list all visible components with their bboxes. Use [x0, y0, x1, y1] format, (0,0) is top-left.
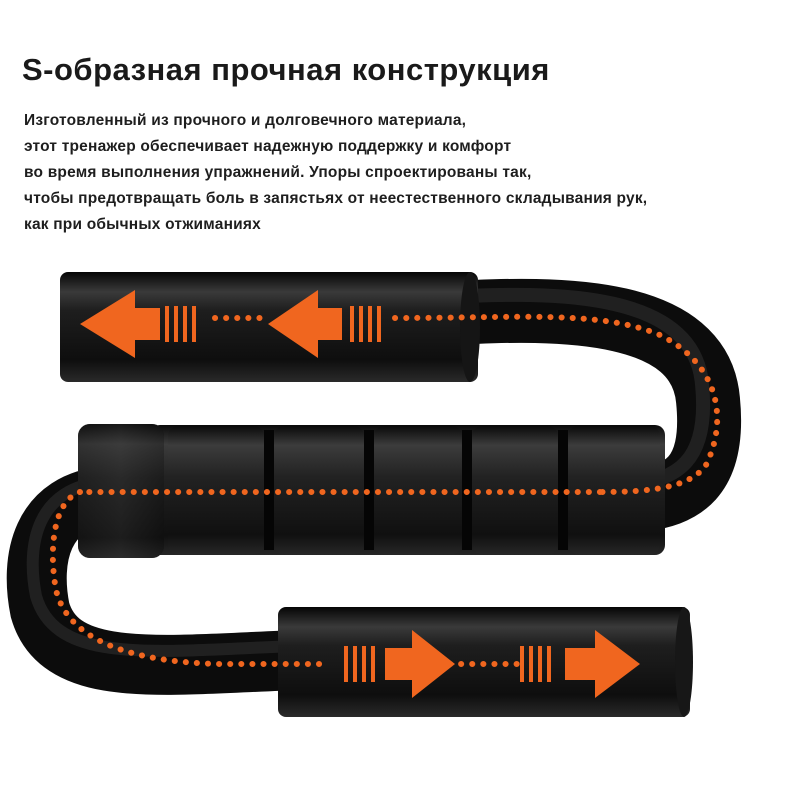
arrow-right-icon	[520, 630, 640, 698]
upper-foot-tube	[60, 272, 480, 382]
arrow-left-icon	[80, 290, 196, 358]
arrow-right-icon	[344, 630, 455, 698]
description: Изготовленный из прочного и долговечного…	[24, 108, 784, 238]
description-line: этот тренажер обеспечивает надежную подд…	[24, 138, 512, 155]
description-line: во время выполнения упражнений. Упоры сп…	[24, 164, 532, 181]
arrow-left-icon	[268, 290, 381, 358]
description-line: как при обычных отжиманиях	[24, 216, 261, 233]
steel-frame	[6, 278, 742, 695]
push-up-bar-illustration	[6, 272, 742, 717]
description-line: чтобы предотвращать боль в запястьях от …	[24, 190, 648, 207]
page-title: S-образная прочная конструкция	[22, 52, 550, 87]
description-line: Изготовленный из прочного и долговечного…	[24, 112, 467, 129]
force-flow-dotted-line	[49, 313, 721, 667]
